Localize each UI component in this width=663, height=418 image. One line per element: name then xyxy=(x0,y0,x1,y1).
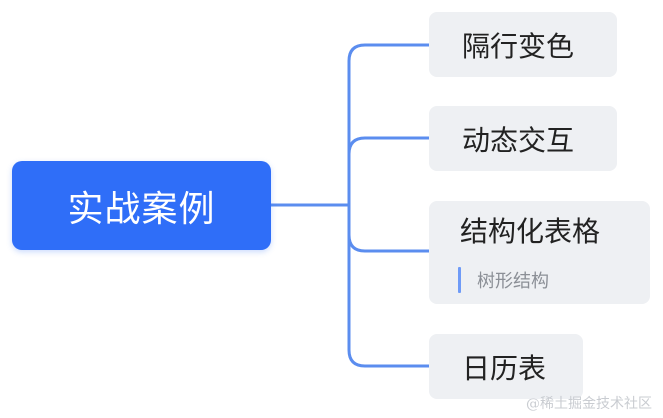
node-note: 树形结构 xyxy=(458,267,549,293)
child-node-label: 日历表 xyxy=(462,351,547,385)
child-node-calendar[interactable]: 日历表 xyxy=(429,334,583,399)
root-node[interactable]: 实战案例 xyxy=(12,161,271,250)
watermark: @稀土掘金技术社区 xyxy=(526,396,652,412)
note-indicator-bar xyxy=(458,267,461,293)
child-node-label: 隔行变色 xyxy=(462,29,575,63)
child-node-label: 结构化表格 xyxy=(460,215,601,248)
connector-child-1 xyxy=(347,43,431,207)
child-node-label: 动态交互 xyxy=(462,123,575,157)
root-node-label: 实战案例 xyxy=(67,188,216,230)
child-node-structured-table[interactable]: 结构化表格 树形结构 xyxy=(429,201,650,304)
child-node-alternating-row-color[interactable]: 隔行变色 xyxy=(429,12,617,77)
connector-child-2 xyxy=(347,136,431,207)
connector-child-3 xyxy=(347,203,431,253)
child-node-dynamic-interaction[interactable]: 动态交互 xyxy=(429,106,617,171)
node-note-text: 树形结构 xyxy=(477,271,549,292)
connector-child-4 xyxy=(347,203,431,368)
